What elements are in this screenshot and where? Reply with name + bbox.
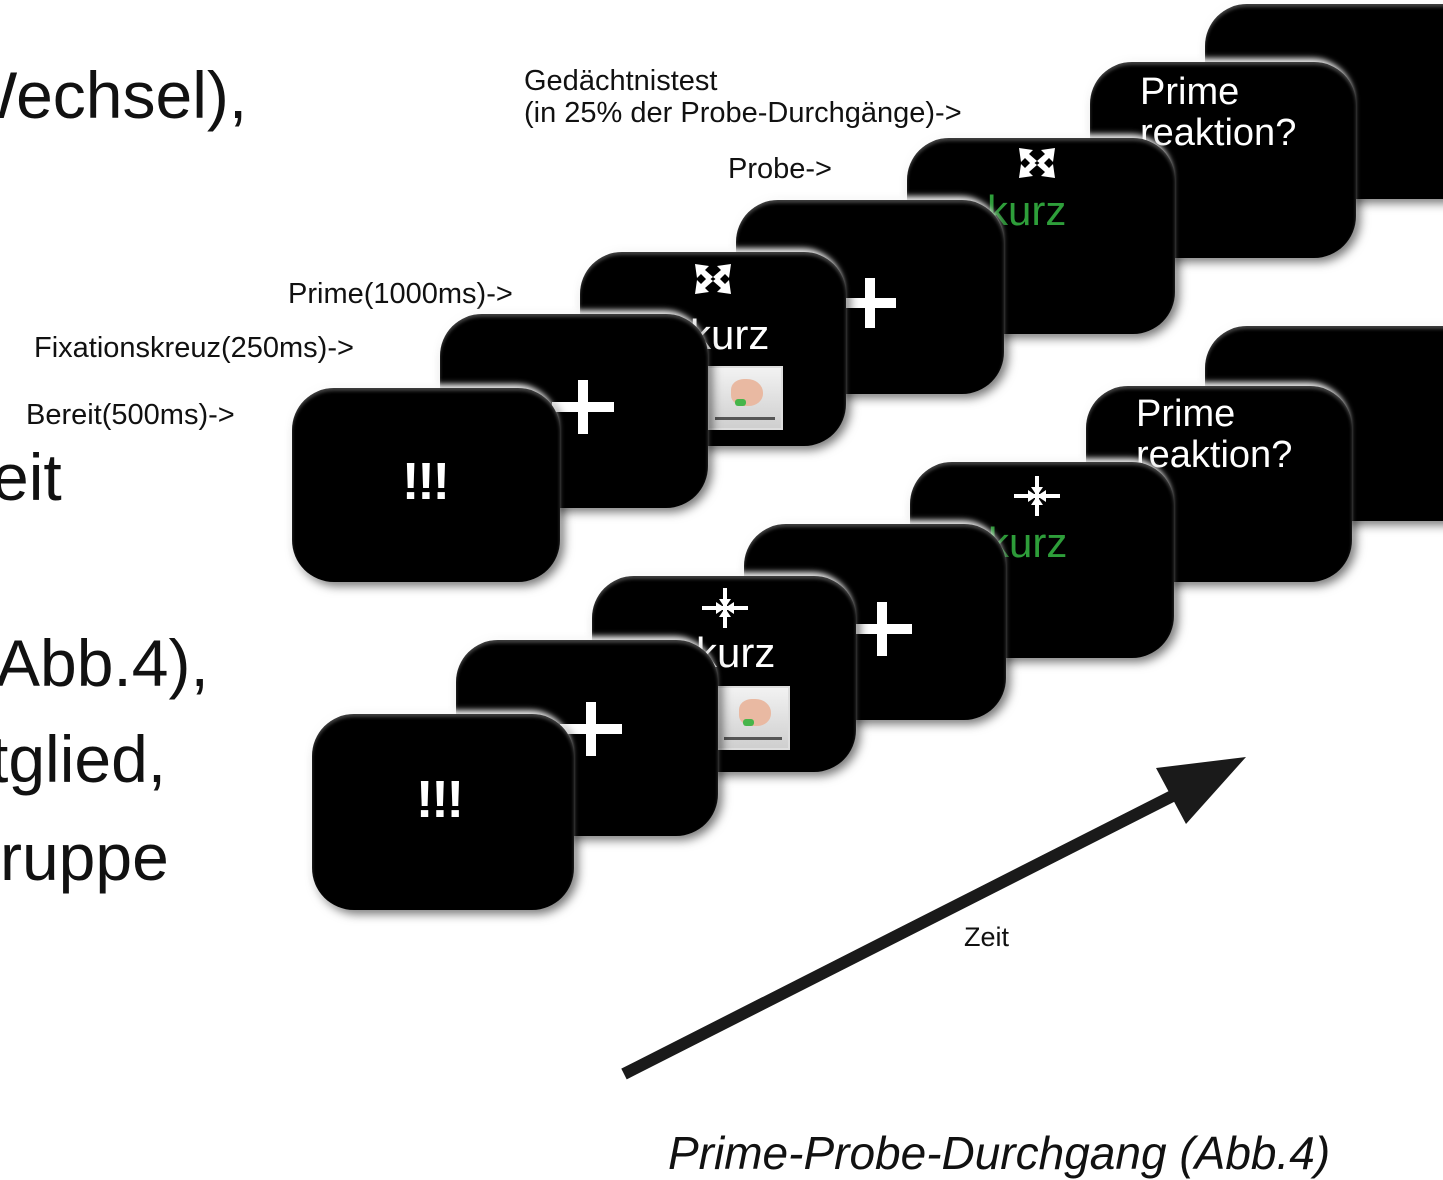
bg-text-1: Wechsel), [0, 58, 248, 132]
plus-icon [844, 278, 896, 328]
arrows-outward-icon [1019, 148, 1055, 178]
bg-text-4: tglied, [0, 722, 167, 796]
bg-text-2: eit [0, 440, 62, 514]
hand-photo [707, 366, 783, 430]
hand-photo [716, 686, 790, 750]
bg-text-5: ruppe [0, 820, 169, 894]
plus-icon [552, 380, 614, 434]
time-axis-label: Zeit [964, 922, 1010, 952]
arrows-inward-icon [702, 588, 748, 628]
arrows-inward-icon [1014, 476, 1060, 516]
label-probe: Probe-> [728, 153, 832, 185]
ready-symbol: !!! [402, 453, 450, 511]
ready-symbol: !!! [416, 771, 464, 829]
bg-text-3: Abb.4), [0, 626, 209, 700]
label-fixation: Fixationskreuz(250ms)-> [34, 332, 354, 364]
question-text: Prime reaktion? [1140, 71, 1297, 155]
label-memory-test: Gedächtnistest (in 25% der Probe-Durchgä… [524, 65, 962, 130]
plus-icon [852, 602, 912, 656]
arrows-outward-icon [695, 264, 731, 294]
plus-icon [560, 702, 622, 756]
label-memory-test-line2: (in 25% der Probe-Durchgänge)-> [524, 96, 962, 129]
screen-lower-ready: !!! [312, 714, 574, 910]
screen-upper-ready: !!! [292, 388, 560, 582]
figure-caption: Prime-Probe-Durchgang (Abb.4) [668, 1127, 1331, 1179]
label-memory-test-line1: Gedächtnistest [524, 65, 718, 97]
label-ready: Bereit(500ms)-> [26, 399, 235, 431]
question-text: Prime reaktion? [1136, 393, 1293, 477]
label-prime: Prime(1000ms)-> [288, 278, 513, 310]
